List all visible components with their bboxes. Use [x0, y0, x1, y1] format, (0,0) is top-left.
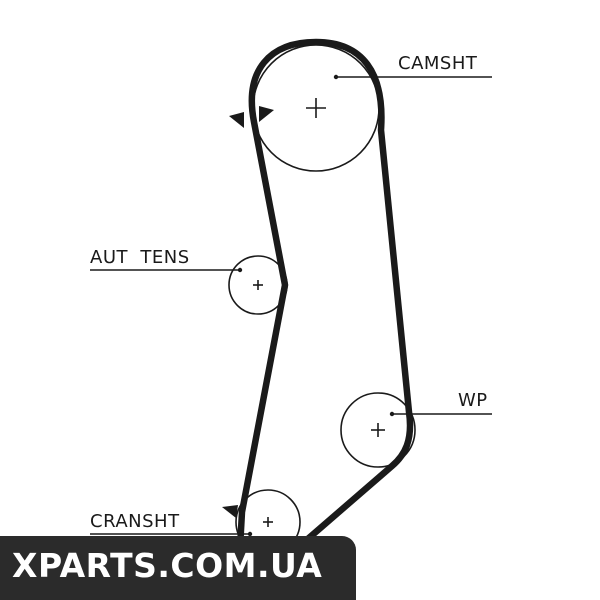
camshaft-center-mark	[306, 98, 326, 118]
water-pump-leader	[389, 411, 492, 417]
camshaft-leader	[333, 74, 492, 80]
water-pump-label: WP	[458, 390, 488, 411]
crankshaft-center-mark	[263, 517, 273, 527]
camshaft-label: CAMSHT	[398, 53, 478, 74]
timing-belt	[236, 38, 414, 554]
crankshaft-leader	[90, 531, 253, 537]
crankshaft-label: CRANSHT	[90, 511, 180, 532]
water-pump-pulley	[340, 392, 416, 468]
water-pump-center-mark	[371, 423, 385, 437]
camshaft-timing-arrow-left	[229, 112, 244, 128]
watermark-banner: XPARTS.COM.UA	[0, 536, 356, 600]
watermark-text: XPARTS.COM.UA	[12, 546, 323, 585]
tensioner-leader	[90, 267, 243, 273]
crankshaft-timing-arrow	[222, 505, 238, 518]
tensioner-center-mark	[253, 280, 263, 290]
tensioner-label: AUT TENS	[90, 247, 190, 268]
camshaft-timing-arrow-right	[259, 106, 274, 122]
